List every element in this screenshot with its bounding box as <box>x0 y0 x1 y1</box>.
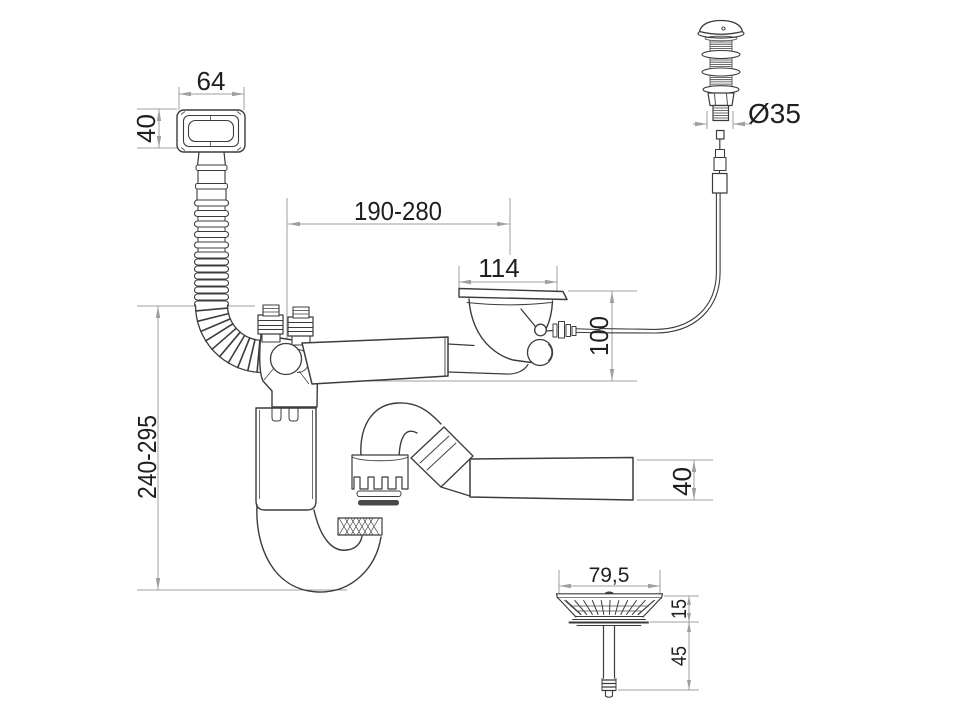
dim-label-installed-height: 240-295 <box>132 415 162 499</box>
dimension-labels: 64 40 190-280 114 Ø35 100 240-295 40 79,… <box>131 66 801 666</box>
button-dome <box>698 19 744 35</box>
trap-threaded-end <box>337 517 383 536</box>
siphon-body <box>257 304 319 408</box>
siphon-cup <box>255 407 317 511</box>
thread-section-3 <box>709 75 733 87</box>
hose-nipple-left <box>257 304 284 343</box>
dim-label-button-diameter: Ø35 <box>748 98 801 129</box>
tailpipe-sleeve <box>301 336 529 385</box>
dim-label-strainer-height: 15 <box>668 599 691 619</box>
castellated-nut <box>351 454 409 490</box>
elbow-coupling-nut <box>410 426 474 488</box>
dim-label-adjustable-span: 190-280 <box>354 196 442 226</box>
drain-bowl <box>458 287 601 367</box>
dim-label-strainer-diameter: 79,5 <box>589 564 630 587</box>
gasket <box>358 500 399 506</box>
dimension-lines <box>137 87 752 691</box>
washer <box>356 490 402 497</box>
thread-section-1 <box>709 40 733 52</box>
strainer-rim <box>555 593 664 599</box>
strainer-basket <box>555 591 664 698</box>
dim-label-outlet-diameter: 40 <box>667 467 697 496</box>
dim-label-overflow-height: 40 <box>131 114 161 143</box>
hose-nipple-right <box>287 306 314 346</box>
dim-label-stem-length: 45 <box>668 646 691 666</box>
dim-label-overflow-width: 64 <box>197 66 226 96</box>
popup-lever <box>520 308 601 339</box>
thread-section-2 <box>709 58 733 70</box>
strainer-stem <box>601 625 617 698</box>
hose-rings <box>193 199 230 308</box>
overflow-inlet <box>176 109 246 153</box>
dim-label-drain-depth: 100 <box>584 316 614 356</box>
locking-nut <box>707 92 735 107</box>
drain-flange <box>458 287 568 301</box>
p-trap-bend <box>256 490 402 593</box>
outlet-pipe <box>469 456 634 501</box>
control-cable <box>599 129 728 334</box>
pushbutton-assembly <box>697 19 745 122</box>
dim-label-flange-diameter: 114 <box>478 253 519 283</box>
bowl-outlet <box>526 338 554 367</box>
strainer-slots <box>565 600 655 615</box>
flexible-overflow-hose <box>193 151 262 374</box>
elbow-arch <box>351 402 474 497</box>
